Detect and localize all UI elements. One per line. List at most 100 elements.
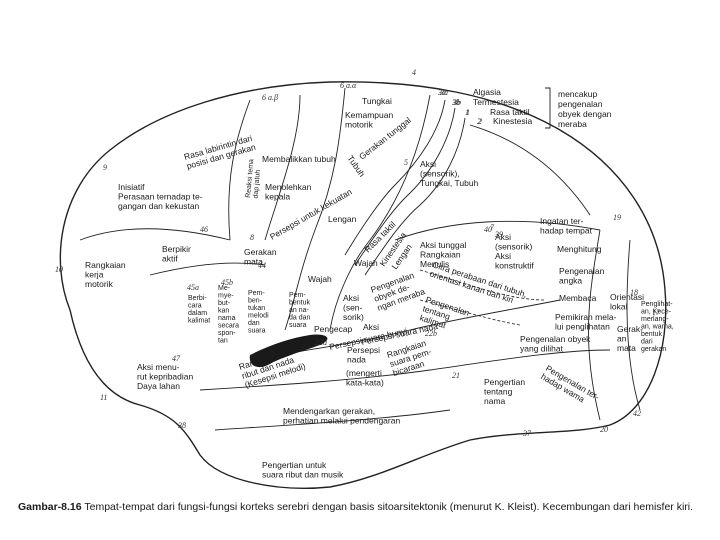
area-label-line: kepala — [265, 192, 290, 202]
area-label-membaca: Membaca — [559, 293, 597, 303]
area-label-line: Pengertian — [484, 377, 525, 387]
area-number: 11 — [100, 393, 107, 402]
area-label-line: Ingatan ter- — [540, 216, 584, 226]
legend-bracket — [545, 87, 551, 129]
parietal-boundary — [394, 220, 601, 241]
area-number: 20 — [600, 425, 608, 434]
area-label-line: Tungkai — [362, 96, 392, 106]
area-label-line: Menghitung — [557, 244, 602, 254]
area-label-line: Aksi menu- — [137, 362, 180, 372]
area-label-line: Berpikir — [162, 244, 191, 254]
frontal-lower-boundary — [79, 228, 231, 241]
area-label-line: an, Kece- — [641, 309, 672, 316]
area-label-line: Pem- — [248, 290, 265, 297]
area-label-mendengarkan: Mendengarkan gerakan,perhatian melalui p… — [283, 406, 400, 426]
area-label-line: mye- — [218, 293, 234, 300]
area-label-line: gangan dan kekustan — [118, 201, 200, 211]
area-label-line: mata — [244, 257, 263, 267]
area-label-line: an — [617, 334, 627, 344]
somatosensory-band-2 — [354, 107, 456, 266]
area-label-line: Me- — [218, 285, 231, 292]
area-label-tungkai-top: Tungkai — [362, 96, 392, 106]
hemisphere-outline — [59, 81, 667, 489]
area-label-line: mata — [617, 343, 636, 353]
area-label-wajah-1: Wajah — [308, 274, 332, 284]
area-label-penglihatan-kecil: Penglihat-an, Kece-merlang-an, warna,ben… — [641, 301, 674, 353]
area-number: 10 — [55, 265, 63, 274]
area-label-line: Rangkaian — [85, 260, 126, 270]
area-label-line: (sen- — [343, 303, 363, 313]
area-label-line: lui penglihatan — [555, 322, 610, 332]
area-number: 42 — [633, 409, 641, 418]
legend-label-algasia: Algasia — [473, 87, 501, 97]
area-label-line: cara — [188, 303, 202, 310]
legend-note-line-1: mencakup — [558, 89, 597, 99]
area-label-line: Daya lahan — [137, 381, 180, 391]
legend-note-line-4: meraba — [558, 119, 587, 129]
area-label-line: Kemampuan — [345, 110, 393, 120]
area-label-line: Aksi — [343, 293, 359, 303]
area-label-line: secara — [218, 323, 239, 330]
area-label-line: angka — [559, 276, 582, 286]
area-number: 44 — [258, 261, 266, 270]
area-label-wajah-2: Wajah — [354, 258, 378, 268]
area-number: 22b — [425, 329, 437, 338]
area-label-line: kalimat — [188, 318, 210, 325]
area-label-line: hadap tempat — [540, 226, 593, 236]
somatosensory-band-1 — [344, 99, 446, 256]
area-label-line: tukan — [248, 305, 265, 312]
area-label-line: kerja — [85, 270, 104, 280]
area-label-menghitung: Menghitung — [557, 244, 602, 254]
area-label-line: sorik) — [343, 312, 364, 322]
area-label-line: motorik — [345, 120, 374, 130]
legend-note-line-3: obyek dengan — [558, 109, 612, 119]
figure-caption: Gambar-8.16 Tempat-tempat dari fungsi-fu… — [18, 500, 708, 514]
area-number: 46 — [200, 225, 208, 234]
temporal-lower-boundary — [214, 409, 451, 431]
area-label-line: perhatian melalui pendengaran — [283, 416, 400, 426]
area-label-line: (sensorik), — [420, 169, 460, 179]
temporal-boundary — [199, 349, 611, 391]
area-number: 18 — [630, 288, 638, 297]
area-label-line: Pengertian untuk — [262, 460, 327, 470]
postcentral-boundary — [329, 94, 431, 331]
central-sulcus — [284, 87, 346, 331]
area-label-line: Aksi tunggal — [420, 240, 466, 250]
area-label-line: Rangkaian — [420, 250, 461, 260]
area-label-pengecap: Pengecap — [314, 324, 353, 334]
area-label-line: dari — [641, 339, 653, 346]
area-label-line: rut kepribadian — [137, 372, 194, 382]
area-label-aksi-lower: Aksi — [363, 322, 379, 332]
area-label-line: gerakan — [641, 346, 666, 353]
area-label-line: kata-kata) — [346, 378, 384, 388]
area-label-line: Aksi — [495, 232, 511, 242]
area-label-line: dap jatuh — [252, 169, 261, 198]
area-label-line: Wajah — [308, 274, 332, 284]
legend-note-line-2: pengenalan — [558, 99, 603, 109]
area-label-line: Perasaan ternadap te- — [118, 192, 203, 202]
area-label-line: Aksi — [420, 159, 436, 169]
area-label-line: Pem- — [289, 292, 306, 299]
area-5-boundary — [469, 124, 591, 216]
area-label-line: ben- — [248, 298, 263, 305]
area-label-pemikiran: Pemikiran mela-lui penglihatan — [555, 312, 617, 332]
caption-figure-number: Gambar-8.16 — [18, 501, 82, 513]
area-number: 45a — [187, 283, 199, 292]
area-number: 9 — [103, 163, 107, 172]
angular-dashed-boundary — [419, 269, 546, 301]
legend-label-rasa-taktil: Rasa taktil — [490, 107, 530, 117]
area-label-line: Menolehkan — [265, 182, 312, 192]
